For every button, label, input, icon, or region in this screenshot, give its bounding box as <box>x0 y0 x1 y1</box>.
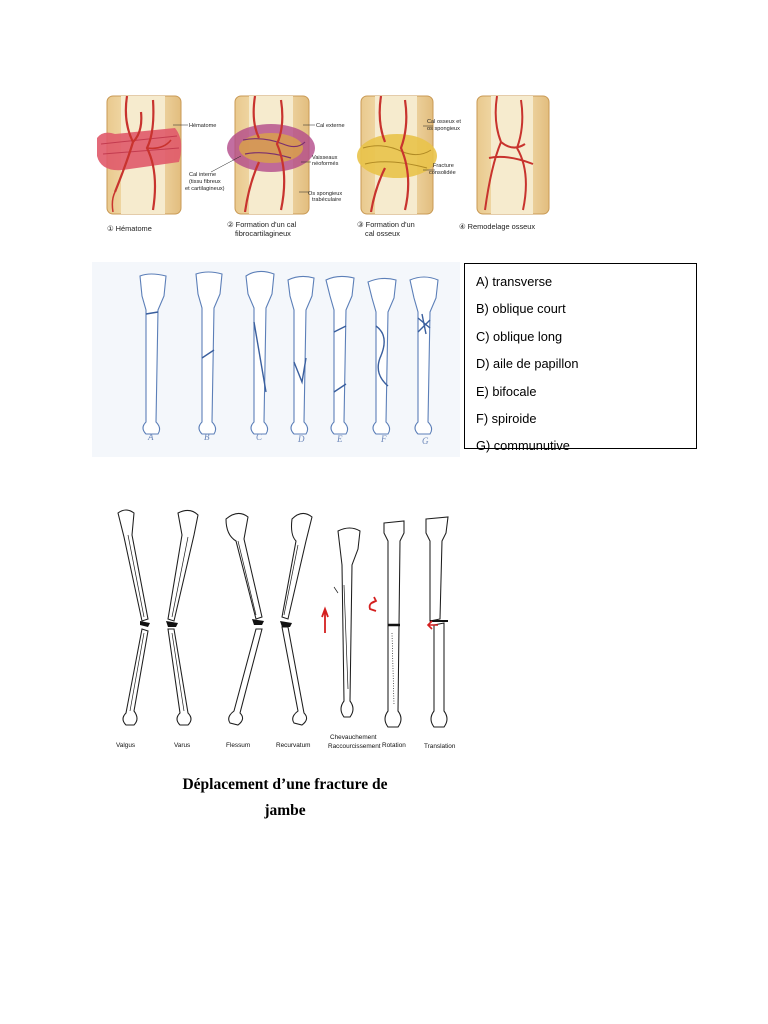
label-raccourcissement: Raccourcissement <box>328 743 381 750</box>
bone-type-c <box>245 270 275 435</box>
stage-caption-4: ④ Remodelage osseux <box>459 222 535 231</box>
bone-type-e <box>325 275 355 435</box>
fracture-displacement-figure: Valgus Varus Flessum Recurvatum Chevauch… <box>116 509 456 750</box>
label-fracture-1: Fracture <box>433 163 454 169</box>
type-letter-d: D <box>297 434 305 444</box>
bone-flessum <box>225 512 264 726</box>
legend-item-f: F) spiroide <box>476 410 537 426</box>
label-vaisseaux-1: Vaisseaux <box>312 155 338 161</box>
label-os-spongieux-1: Os spongieux <box>308 191 342 197</box>
legend-item-a: A) transverse <box>476 274 553 289</box>
type-letter-e: E <box>336 434 343 444</box>
bone-type-g <box>409 276 439 435</box>
label-cal-interne-detail-1: (tissu fibreux <box>189 179 221 185</box>
bone-translation <box>425 516 449 728</box>
bone-recurvatum <box>280 512 313 726</box>
label-vaisseaux-2: néoformés <box>312 161 339 167</box>
bone-varus <box>166 509 199 726</box>
rotation-arrow-icon <box>368 596 378 612</box>
arrow-up-icon <box>321 606 329 633</box>
stage-hematome-illustration <box>97 95 182 215</box>
label-cal-interne: Cal interne <box>189 172 216 178</box>
stage-fibrocartilage-illustration <box>227 95 315 215</box>
fracture-types-legend: A) transverse B) oblique court C) obliqu… <box>464 263 697 453</box>
type-letter-f: F <box>380 434 387 444</box>
legend-item-c: C) oblique long <box>476 328 563 344</box>
type-letter-c: C <box>256 432 263 442</box>
bone-chevauchement <box>321 527 361 718</box>
bone-type-d <box>287 275 315 435</box>
label-cal-osseux-2: os spongieux <box>427 126 460 132</box>
bone-type-f <box>367 277 397 435</box>
label-cal-osseux-1: Cal osseux et <box>427 119 461 125</box>
bone-rotation <box>368 520 405 728</box>
stage-caption-3-line2: cal osseux <box>365 229 400 238</box>
label-varus: Varus <box>174 742 190 749</box>
bone-healing-figure: Hématome Cal externe Vaisseaux néoformés… <box>97 95 550 238</box>
legend-item-g: G) communutive <box>476 438 570 454</box>
bone-type-b <box>195 271 223 435</box>
type-letter-a: A <box>147 432 154 442</box>
label-cal-externe: Cal externe <box>316 123 345 129</box>
figure-caption: Déplacement d’une fracture de jambe <box>150 772 420 824</box>
caption-line-1: Déplacement d’une fracture de <box>182 776 388 793</box>
label-valgus: Valgus <box>116 742 135 749</box>
stage-cal-osseux-illustration <box>357 95 437 215</box>
stage-caption-3-line1: ③ Formation d'un <box>357 220 415 229</box>
label-flessum: Flessum <box>226 742 250 749</box>
type-letter-b: B <box>204 432 210 442</box>
stage-caption-2-line2: fibrocartilagineux <box>235 229 291 238</box>
label-cal-interne-detail-2: et cartilagineux) <box>185 186 225 192</box>
label-chevauchement: Chevauchement <box>330 734 377 741</box>
caption-line-2: jambe <box>264 802 306 819</box>
label-recurvatum: Recurvatum <box>276 742 310 749</box>
stage-caption-2-line1: ② Formation d'un cal <box>227 220 297 229</box>
label-fracture-2: consolidée <box>429 170 456 176</box>
bone-type-a <box>139 273 167 435</box>
type-letter-g: G <box>422 436 429 446</box>
fracture-types-figure: A B C D E F G <box>92 262 460 457</box>
label-hematome: Hématome <box>189 123 216 129</box>
legend-item-b: B) oblique court <box>476 301 566 317</box>
label-translation: Translation <box>424 743 456 750</box>
legend-item-d: D) aile de papillon <box>476 356 579 372</box>
stage-remodelage-illustration <box>476 95 550 215</box>
translation-arrow-icon <box>426 620 438 630</box>
bone-valgus <box>117 509 150 726</box>
label-rotation: Rotation <box>382 742 406 749</box>
label-os-spongieux-2: trabéculaire <box>312 197 341 203</box>
stage-caption-1: ① Hématome <box>107 224 152 233</box>
legend-item-e: E) bifocale <box>476 383 537 399</box>
